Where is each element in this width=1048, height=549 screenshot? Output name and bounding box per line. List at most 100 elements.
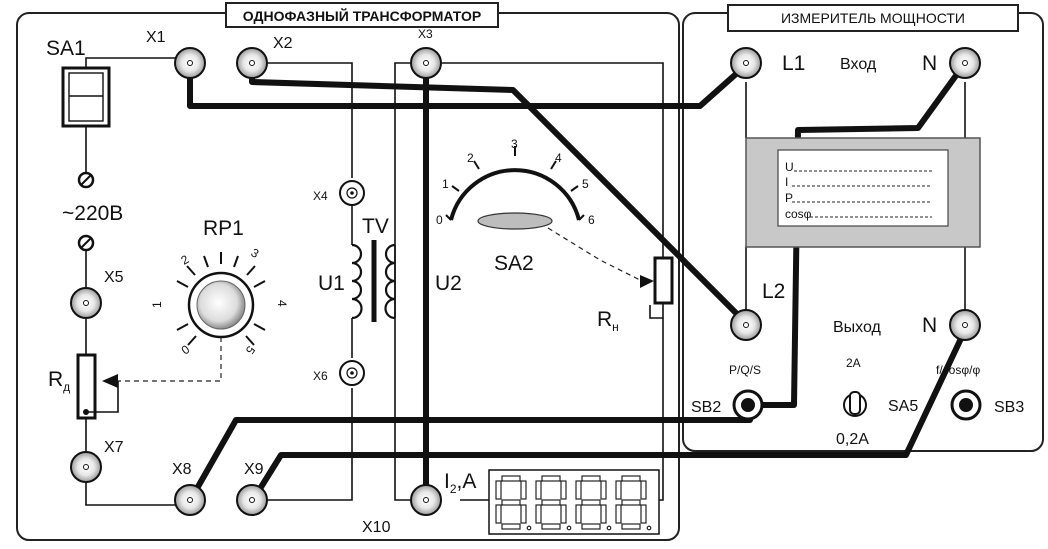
digit-3-segment-5 bbox=[600, 480, 607, 500]
rp1-dial-1: 1 bbox=[150, 301, 164, 308]
digit-1-segment-3 bbox=[501, 523, 521, 530]
terminal-l2[interactable] bbox=[730, 309, 762, 341]
rp1-dial-3: 3 bbox=[249, 245, 262, 261]
meter-title-box bbox=[727, 4, 1019, 32]
display-row-p: P bbox=[785, 191, 793, 205]
digit-2-segment-5 bbox=[560, 480, 567, 500]
sb2-label: SB2 bbox=[691, 399, 721, 416]
rn-label: Rн bbox=[597, 308, 619, 334]
terminal-x10[interactable] bbox=[410, 484, 442, 516]
digit-2-segment-7 bbox=[560, 504, 567, 524]
sa2-dial-1: 1 bbox=[442, 177, 449, 191]
digit-1-decimal-point bbox=[526, 525, 532, 531]
supply-terminal-bottom bbox=[77, 234, 95, 252]
sa2-dial-6: 6 bbox=[588, 213, 595, 227]
transformer-title-box bbox=[225, 2, 499, 28]
digit-2-segment-3 bbox=[541, 523, 561, 530]
digit-1-segment-6 bbox=[495, 504, 502, 524]
digit-2-segment-6 bbox=[535, 504, 542, 524]
x3-label: X3 bbox=[418, 27, 433, 41]
digit-4-segment-1 bbox=[621, 475, 641, 482]
x1-label: X1 bbox=[146, 29, 166, 46]
n-out-label: N bbox=[922, 314, 937, 337]
terminal-x5[interactable] bbox=[70, 287, 102, 319]
sb3-label: SB3 bbox=[994, 399, 1024, 416]
n-in-label: N bbox=[922, 52, 937, 75]
rp1-dial-0: 0 bbox=[179, 342, 193, 357]
jumper-wires bbox=[187, 63, 968, 495]
digit-3-segment-2 bbox=[581, 499, 601, 506]
rp1-dial-2: 2 bbox=[179, 252, 192, 268]
tv-label: TV bbox=[362, 215, 389, 238]
pqs-label: P/Q/S bbox=[729, 363, 761, 377]
digit-2-segment-1 bbox=[541, 475, 561, 482]
sb2-button[interactable] bbox=[732, 389, 764, 421]
terminal-l1[interactable] bbox=[730, 47, 762, 79]
sb3-button[interactable] bbox=[950, 389, 982, 421]
digit-3-segment-1 bbox=[581, 475, 601, 482]
digit-1-segment-5 bbox=[520, 480, 527, 500]
terminal-x9[interactable] bbox=[236, 484, 268, 516]
rp1-dial-4: 4 bbox=[275, 300, 289, 307]
display-row-u: U bbox=[785, 160, 794, 174]
range-high-label: 2A bbox=[846, 356, 861, 370]
dashed-links bbox=[118, 227, 641, 382]
i2-label: I2,A bbox=[444, 470, 476, 496]
x4-label: X4 bbox=[313, 189, 328, 203]
rp1-knob[interactable] bbox=[187, 271, 255, 339]
rp1-dial-5: 5 bbox=[243, 343, 258, 357]
digit-1-segment-1 bbox=[501, 475, 521, 482]
digit-4-segment-2 bbox=[621, 499, 641, 506]
digit-3-segment-7 bbox=[600, 504, 607, 524]
digit-4-segment-6 bbox=[615, 504, 622, 524]
sa2-label: SA2 bbox=[494, 252, 534, 275]
terminal-x8[interactable] bbox=[174, 484, 206, 516]
meter-display bbox=[745, 137, 981, 248]
terminal-n-in[interactable] bbox=[949, 47, 981, 79]
rd-label: Rд bbox=[48, 368, 70, 394]
digit-4-segment-4 bbox=[615, 480, 622, 500]
digit-2-segment-4 bbox=[535, 480, 542, 500]
u2-label: U2 bbox=[435, 272, 462, 295]
output-label: Выход bbox=[833, 319, 882, 336]
rd-resistor[interactable] bbox=[76, 353, 119, 420]
sa2-dial-4: 4 bbox=[555, 151, 562, 165]
x5-label: X5 bbox=[104, 269, 124, 286]
digit-3-decimal-point bbox=[606, 525, 612, 531]
digit-1-segment-2 bbox=[501, 499, 521, 506]
digit-2-segment-2 bbox=[541, 499, 561, 506]
terminal-x3[interactable] bbox=[410, 47, 442, 79]
u1-label: U1 bbox=[318, 272, 345, 295]
digit-4-segment-5 bbox=[640, 480, 647, 500]
meter-title: ИЗМЕРИТЕЛЬ МОЩНОСТИ bbox=[781, 10, 965, 26]
terminal-n-out[interactable] bbox=[949, 309, 981, 341]
x7-label: X7 bbox=[104, 439, 124, 456]
terminal-x2[interactable] bbox=[236, 47, 268, 79]
digit-4-decimal-point bbox=[646, 525, 652, 531]
sa1-switch[interactable] bbox=[61, 66, 111, 128]
digit-1-segment-7 bbox=[520, 504, 527, 524]
x9-label: X9 bbox=[244, 461, 264, 478]
terminal-x6[interactable] bbox=[339, 360, 365, 386]
fcos-label: f/cosφ/φ bbox=[936, 363, 980, 377]
terminal-x7[interactable] bbox=[70, 451, 102, 483]
supply-terminal-top bbox=[77, 171, 95, 189]
display-row-i: I bbox=[785, 175, 788, 189]
rn-resistor[interactable] bbox=[640, 256, 674, 305]
l2-label: L2 bbox=[762, 280, 785, 303]
x10-label: X10 bbox=[362, 519, 391, 536]
sa2-dial-5: 5 bbox=[582, 177, 589, 191]
input-label: Вход bbox=[840, 56, 877, 73]
sa5-toggle[interactable] bbox=[843, 391, 867, 417]
l1-label: L1 bbox=[782, 52, 805, 75]
sa2-selector[interactable] bbox=[445, 146, 585, 230]
rp1-ticks bbox=[176, 252, 266, 346]
digit-2-decimal-point bbox=[566, 525, 572, 531]
transformer-title: ОДНОФАЗНЫЙ ТРАНСФОРМАТОР bbox=[243, 7, 481, 24]
sa5-label: SA5 bbox=[888, 398, 918, 415]
terminal-x1[interactable] bbox=[174, 47, 206, 79]
supply-label: ~220В bbox=[62, 202, 123, 225]
digit-3-segment-3 bbox=[581, 523, 601, 530]
terminal-x4[interactable] bbox=[339, 180, 365, 206]
digit-1-segment-4 bbox=[495, 480, 502, 500]
